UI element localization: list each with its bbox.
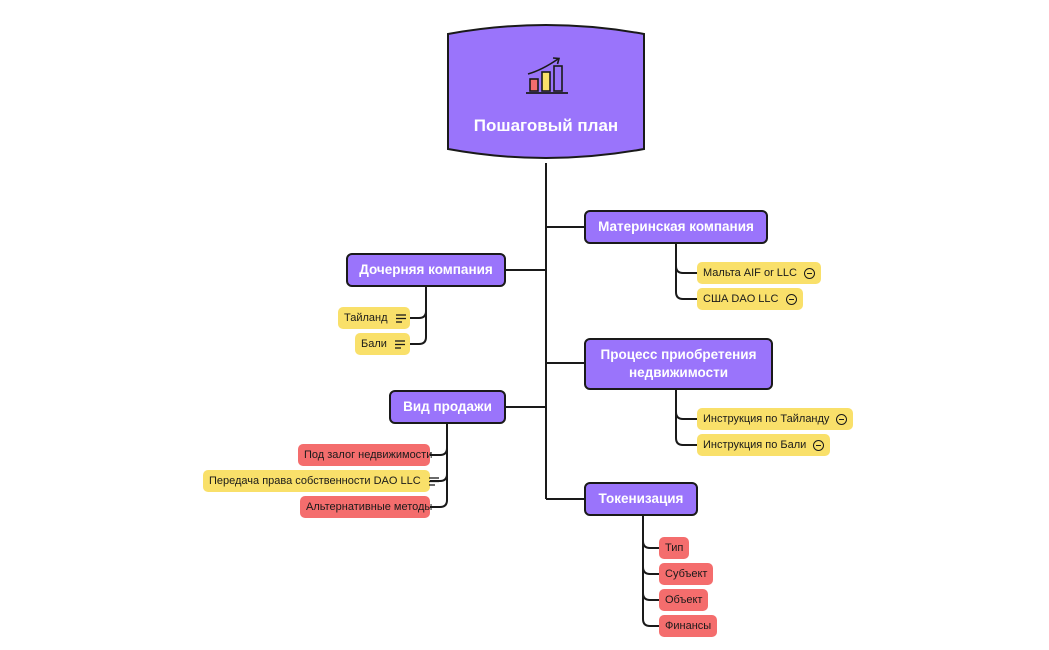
subtopic-label: Альтернативные методы [306,501,433,513]
central-topic-title: Пошаговый план [473,116,619,135]
subtopic-subject[interactable]: Субъект [659,563,714,585]
branch-parent-1 [675,244,697,274]
subtopic-usa-dao[interactable]: США DAO LLC [697,288,803,310]
topic-subsidiary[interactable]: Дочерняя компания [346,253,506,287]
subtopic-label: Под залог недвижимости [304,449,433,461]
branch-acq-1 [675,390,697,420]
subtopic-type[interactable]: Тип [659,537,690,559]
subtopic-ownership-transfer[interactable]: Передача права собственности DAO LLC [203,470,439,492]
topic-acquisition-process[interactable]: Процесс приобретения недвижимости [584,338,773,390]
branch-tok-1 [642,516,659,549]
subtopic-thailand[interactable]: Тайланд [338,307,410,329]
notes-icon[interactable] [428,476,439,486]
subtopic-malta[interactable]: Мальта AIF or LLC [697,262,821,284]
subtopic-bali-guide[interactable]: Инструкция по Бали [697,434,831,456]
central-topic[interactable]: Пошаговый план [446,20,646,163]
subtopic-label: Тип [665,542,684,554]
collapse-icon[interactable] [813,439,825,451]
subtopic-label: Инструкция по Бали [703,439,807,451]
subtopic-label: США DAO LLC [703,293,779,305]
subtopic-label: Бали [361,338,387,350]
subtopic-alternative-methods[interactable]: Альтернативные методы [300,496,433,518]
branch-sale-3 [430,474,448,508]
branch-tok-4 [642,593,659,627]
subtopic-object[interactable]: Объект [659,589,709,611]
notes-icon[interactable] [395,313,406,323]
topic-tokenization[interactable]: Токенизация [584,482,698,516]
notes-icon[interactable] [394,339,405,349]
branch-acq-2 [675,412,697,446]
subtopic-label: Передача права собственности DAO LLC [209,475,421,487]
subtopic-label: Инструкция по Тайланду [703,413,830,425]
subtopic-label: Мальта AIF or LLC [703,267,797,279]
subtopic-label: Объект [665,594,703,606]
topic-sale-type[interactable]: Вид продажи [389,390,506,424]
collapse-icon[interactable] [803,267,815,279]
branch-sub-2 [410,311,427,345]
collapse-icon[interactable] [836,413,848,425]
branch-sale-1 [430,424,448,456]
subtopic-label: Финансы [665,620,712,632]
subtopic-label: Тайланд [344,312,388,324]
subtopic-label: Субъект [665,568,708,580]
collapse-icon[interactable] [785,293,797,305]
branch-parent-2 [675,266,697,300]
branch-sub-1 [410,287,427,319]
subtopic-finance[interactable]: Финансы [659,615,718,637]
subtopic-collateral[interactable]: Под залог недвижимости [298,444,433,466]
topic-parent-company[interactable]: Материнская компания [584,210,768,244]
subtopic-bali[interactable]: Бали [355,333,410,355]
subtopic-thailand-guide[interactable]: Инструкция по Тайланду [697,408,854,430]
